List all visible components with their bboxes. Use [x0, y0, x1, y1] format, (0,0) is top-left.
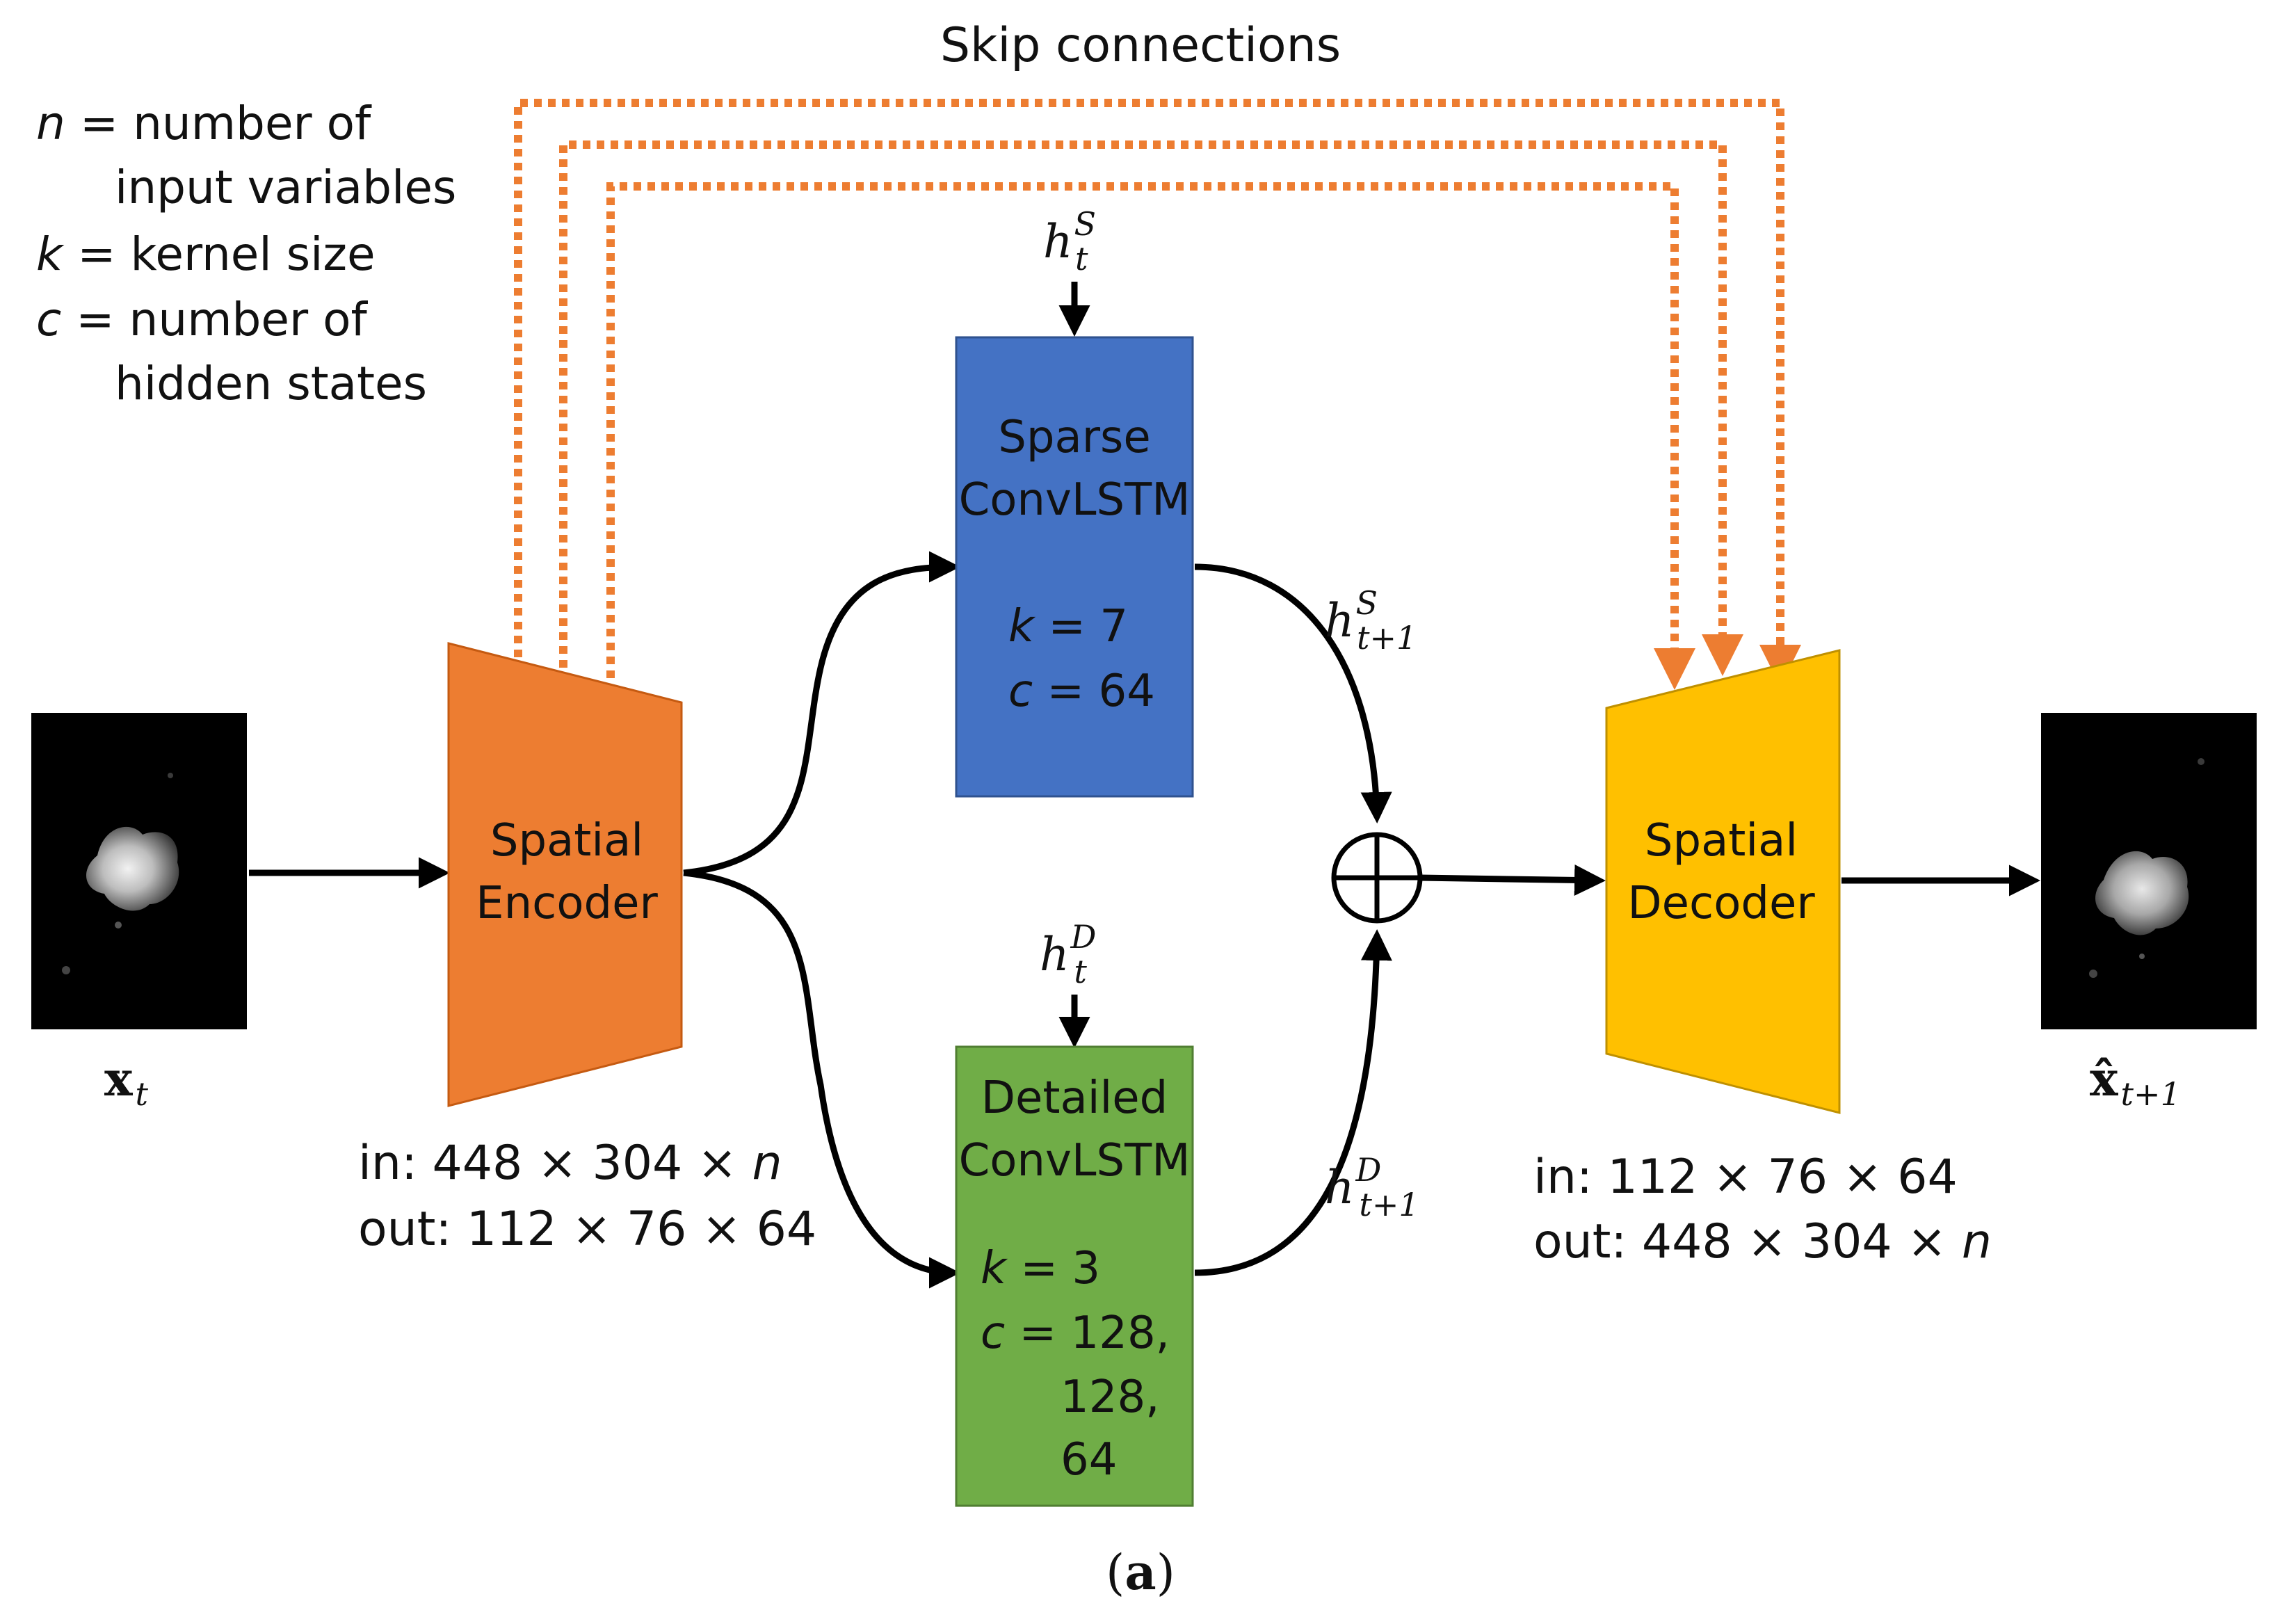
- legend-c-line-2: hidden states: [115, 357, 427, 410]
- legend-n-line-2: input variables: [115, 161, 456, 214]
- arrow-sum-to-decoder: [1419, 864, 1606, 896]
- detailed-convlstm-block: [955, 1045, 1194, 1507]
- detailed-hidden-states-3: 64: [1061, 1434, 1117, 1486]
- encoder-in-dims: in: 448 × 304 × n: [358, 1136, 782, 1191]
- detailed-convlstm-label-1: Detailed: [981, 1072, 1168, 1124]
- spatial-encoder-label-2: Encoder: [476, 878, 658, 929]
- sparse-hidden-states: c = 64: [1008, 666, 1155, 717]
- input-image-label: xt: [104, 1052, 149, 1113]
- output-image-label: x̂t+1: [2090, 1052, 2181, 1113]
- sparse-convlstm-block: [955, 336, 1194, 798]
- skip-connections-title: Skip connections: [940, 18, 1341, 73]
- spatial-decoder-label-2: Decoder: [1627, 878, 1815, 929]
- figure-caption: (a): [1106, 1543, 1175, 1601]
- spatial-encoder-label-1: Spatial: [490, 815, 643, 867]
- spatial-decoder-label-1: Spatial: [1645, 815, 1798, 867]
- output-image: [2041, 713, 2257, 1029]
- decoder-in-dims: in: 112 × 76 × 64: [1533, 1150, 1958, 1205]
- sum-node: [1331, 832, 1423, 924]
- detailed-hidden-states-1: c = 128,: [981, 1308, 1170, 1359]
- detailed-kernel-size: k = 3: [981, 1243, 1100, 1294]
- input-image: [31, 713, 247, 1029]
- decoder-out-dims: out: 448 × 304 × n: [1533, 1214, 1992, 1269]
- arrow-encoder-to-detailed: [683, 869, 960, 1289]
- detailed-hidden-states-2: 128,: [1061, 1372, 1160, 1423]
- sparse-convlstm-label-1: Sparse: [998, 412, 1151, 463]
- sparse-kernel-size: k = 7: [1008, 601, 1128, 652]
- legend: n = number of input variables k = kernel…: [36, 97, 456, 410]
- spatial-decoder-block: [1605, 649, 1841, 1114]
- arrow-sparse-to-sum: [1194, 563, 1392, 823]
- skip-connections: [514, 99, 1801, 690]
- legend-c-line: c = number of: [36, 293, 369, 346]
- skip-connection-middle: [559, 140, 1743, 676]
- detailed-convlstm-label-2: ConvLSTM: [959, 1135, 1191, 1187]
- sparse-convlstm-label-2: ConvLSTM: [959, 474, 1191, 526]
- skip-connection-outer: [514, 99, 1801, 686]
- legend-k-line: k = kernel size: [36, 227, 376, 281]
- arrow-encoder-to-sparse: [683, 551, 960, 876]
- spatial-encoder-block: [447, 642, 683, 1107]
- legend-n-line: n = number of: [36, 97, 372, 150]
- arrow-detailed-to-sum: [1194, 929, 1392, 1276]
- encoder-out-dims: out: 112 × 76 × 64: [358, 1202, 816, 1257]
